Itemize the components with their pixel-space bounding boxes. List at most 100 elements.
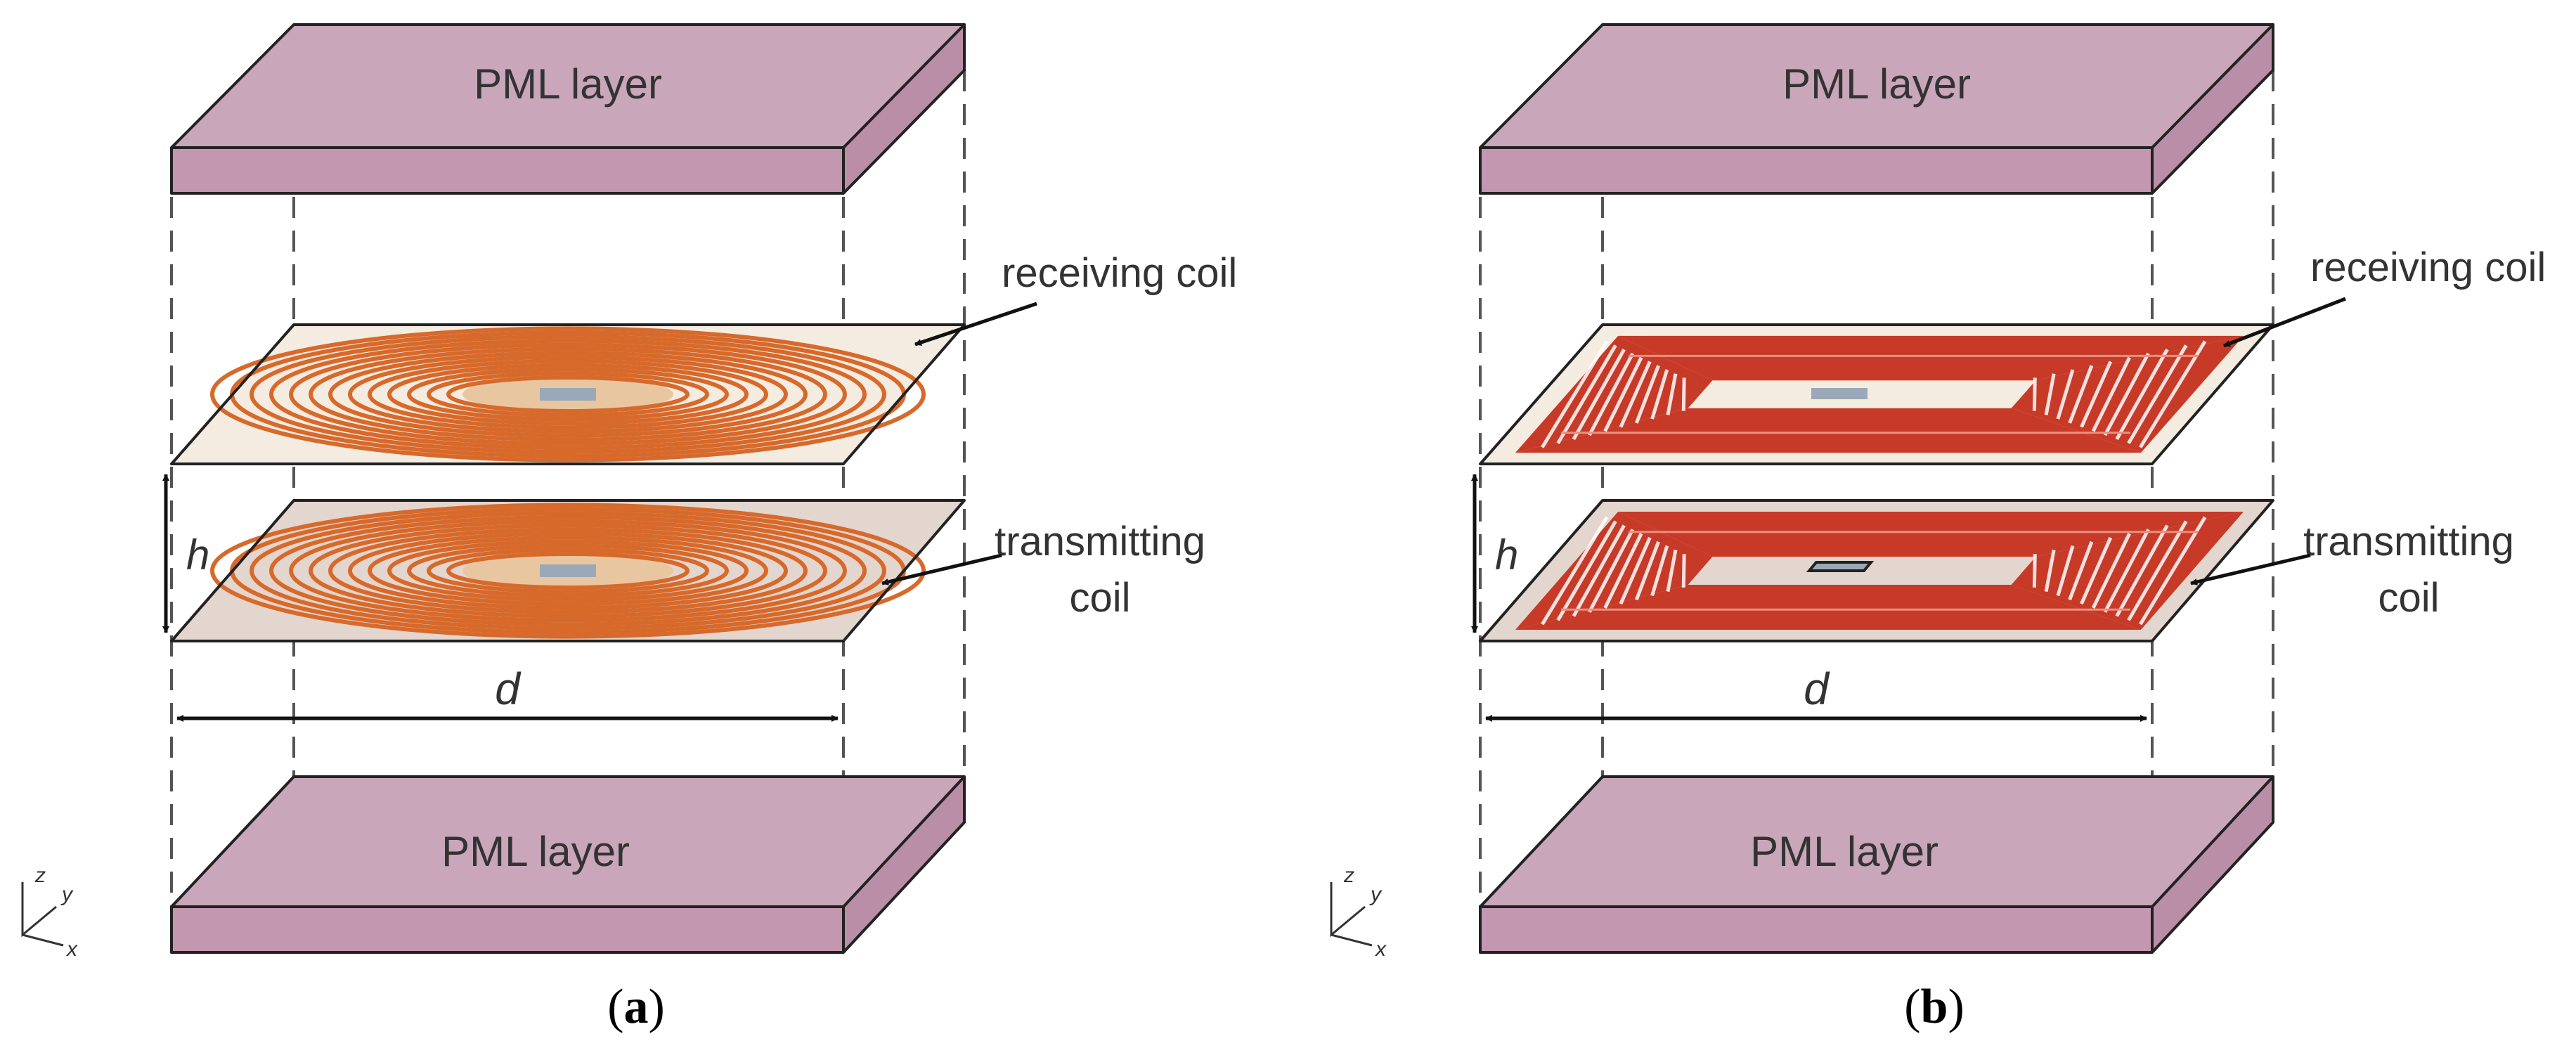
- coil-turn: [348, 355, 788, 434]
- coil-hatch-line: [2080, 536, 2113, 605]
- coil-hatch-line: [2044, 549, 2056, 593]
- pml-layer-bottom: PML layer: [1479, 775, 2274, 954]
- pml-top-label: PML layer: [1782, 60, 1971, 108]
- receiving-center-marker: [540, 388, 596, 401]
- coil-hatch-line: [2127, 344, 2188, 444]
- coil-hatch-line: [1681, 554, 1686, 588]
- coil-hatch-line: [1556, 344, 1617, 444]
- transmitting-coil-label-line1: transmitting: [995, 519, 1205, 564]
- coil-hatch-line: [2068, 365, 2094, 424]
- receiving-coil-label: receiving coil: [2310, 245, 2546, 290]
- coil-turn: [427, 548, 709, 594]
- coil-hatch-line: [1541, 516, 1609, 626]
- coil-hatch-line: [1650, 545, 1669, 597]
- transmitting-circular-coil: [210, 503, 926, 639]
- receiving-coil-label: receiving coil: [1002, 250, 1237, 296]
- coil-hatch-line: [2115, 348, 2169, 441]
- transmitting-rect-coil: [1515, 512, 2244, 630]
- coil-turn: [368, 358, 768, 430]
- coil-hatch-line: [1666, 373, 1678, 415]
- coil-hatch-line: [2068, 541, 2094, 601]
- coil-turn: [427, 371, 709, 418]
- pml-layer-bottom: PML layer: [170, 775, 966, 954]
- coil-turn: [210, 326, 926, 462]
- coil-hatch-line: [1572, 348, 1626, 441]
- transmitting-pointer-arrow: [2190, 553, 2311, 586]
- coil-turn: [328, 527, 808, 614]
- coil-turn: [269, 338, 867, 451]
- transmitting-coil-board: [1480, 500, 2273, 641]
- coil-hatch-line: [2115, 524, 2169, 617]
- svg-text:x: x: [65, 938, 78, 961]
- svg-text:y: y: [60, 883, 74, 906]
- transmitting-center-marker: [540, 564, 596, 577]
- coil-hatch-line: [1619, 361, 1652, 428]
- coil-turn: [387, 539, 749, 602]
- pml-bottom-label: PML layer: [1750, 828, 1939, 875]
- coil-hatch-line: [1634, 365, 1660, 424]
- coil-hatch-line: [2032, 554, 2037, 588]
- svg-text:z: z: [1343, 864, 1354, 887]
- coil-side-L: [1515, 512, 1713, 630]
- h-label: h: [186, 531, 209, 578]
- coil-hatch-line: [2091, 532, 2131, 609]
- receiving-rect-coil: [1515, 335, 2244, 453]
- transmitting-coil-board: [171, 500, 964, 641]
- d-label: d: [495, 664, 522, 714]
- coil-hatch-line: [1588, 529, 1635, 613]
- coil-hatch-line: [1603, 356, 1643, 432]
- coil-turn: [446, 552, 690, 590]
- pml-layer-top: PML layer: [1479, 23, 2274, 195]
- coil-band-bottom: [1515, 408, 2141, 453]
- receiving-coil-board: [171, 325, 964, 464]
- coil-turn: [309, 523, 827, 619]
- coil-hatch-line: [2091, 356, 2131, 432]
- coil-turn: [407, 367, 729, 422]
- coil-turn: [348, 531, 788, 610]
- coil-band-top: [1618, 335, 2244, 381]
- h-label: h: [1495, 531, 1518, 578]
- coil-hatch-line: [1634, 541, 1660, 601]
- receiving-center-marker: [1811, 388, 1868, 399]
- caption-a: (a): [607, 980, 665, 1034]
- receiving-pointer-arrow: [2223, 297, 2346, 348]
- axis-triad: z y x: [21, 864, 78, 961]
- svg-text:z: z: [34, 864, 46, 887]
- pml-bottom-label: PML layer: [441, 828, 630, 875]
- coil-hatch-line: [1556, 520, 1617, 621]
- panel-b: PML layer h d PML layer receiving coil: [1330, 23, 2546, 1034]
- coil-turn: [446, 375, 690, 413]
- coil-turn: [210, 503, 926, 639]
- coil-hatch-line: [2044, 373, 2056, 415]
- coil-hatch-line: [2056, 545, 2075, 597]
- transmitting-coil-label-line2: coil: [1069, 575, 1130, 621]
- coil-hatch-line: [1666, 549, 1678, 593]
- coil-hatch-line: [1541, 340, 1609, 448]
- d-label: d: [1804, 664, 1830, 714]
- coil-turn: [328, 351, 808, 438]
- coil-hatch-line: [2080, 361, 2113, 428]
- svg-text:x: x: [1374, 938, 1387, 961]
- coil-hatch-line: [2127, 520, 2188, 621]
- coil-hatch-line: [2032, 377, 2037, 411]
- transmitting-coil-label-line2: coil: [2378, 575, 2439, 621]
- coil-hatch-line: [1619, 536, 1652, 605]
- coil-turn: [269, 515, 867, 627]
- coil-turn: [368, 535, 768, 607]
- coil-hatch-line: [2139, 340, 2207, 448]
- coil-hatch-line: [2103, 352, 2150, 436]
- transmitting-center-marker: [1806, 561, 1875, 572]
- coil-turn: [289, 342, 847, 446]
- receiving-coil-board: [1480, 325, 2273, 464]
- coil-hatch-line: [1588, 352, 1635, 436]
- coil-hatch-line: [1650, 369, 1669, 420]
- coil-turn: [250, 335, 886, 454]
- coil-hatch-line: [2056, 369, 2075, 420]
- coil-turn: [407, 543, 729, 598]
- receiving-pointer-arrow: [914, 302, 1037, 347]
- receiving-circular-coil: [210, 326, 926, 462]
- coil-band-top: [1618, 512, 2244, 557]
- coil-hatch-line: [1681, 377, 1686, 411]
- coil-hatch-line: [1572, 524, 1626, 617]
- caption-b: (b): [1904, 980, 1965, 1034]
